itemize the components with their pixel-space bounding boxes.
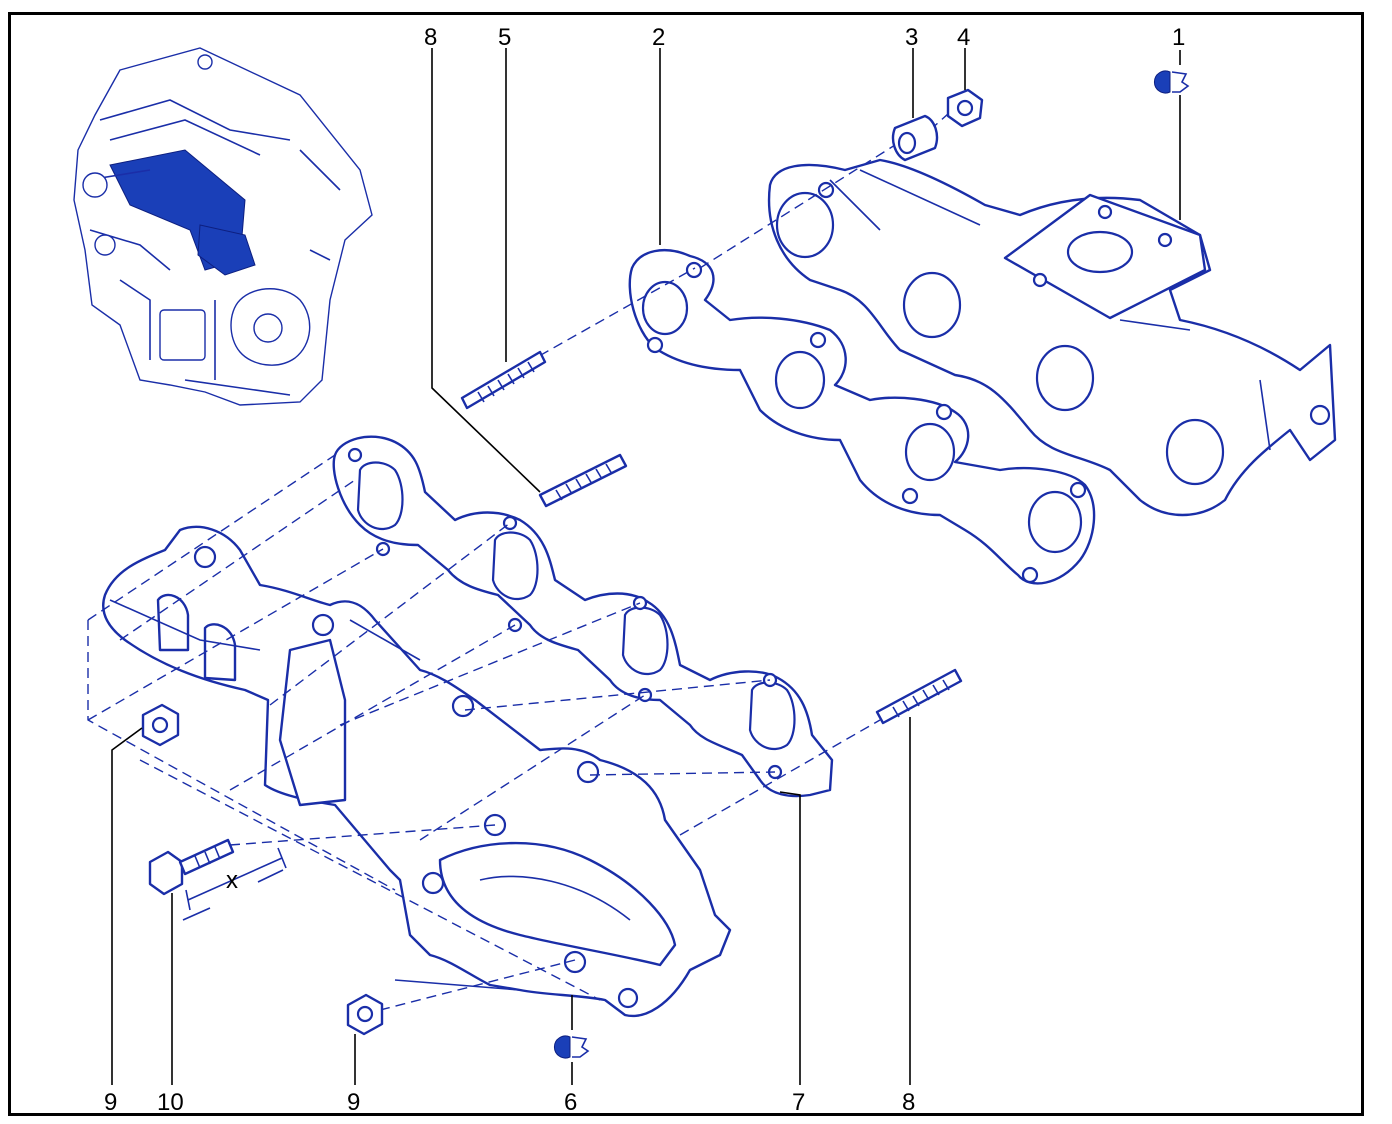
callout-8-bottom: 8 [902,1089,915,1116]
torque-symbol-icon [1153,70,1190,94]
diagram-frame [8,12,1364,1116]
callout-1: 1 [1172,24,1185,51]
spacer-3 [891,114,939,162]
rear-exhaust-gasket [628,249,1096,585]
callout-9-middle: 9 [347,1089,360,1116]
nut-9-middle [346,993,384,1036]
alignment-lines [87,104,959,1011]
nut-9-left [141,703,180,747]
stud-5 [460,350,547,410]
stud-8-upper [538,453,628,508]
callout-9-left: 9 [104,1089,117,1116]
bolt-10 [148,838,235,896]
callout-5: 5 [498,24,511,51]
callout-10: 10 [157,1089,184,1116]
leader-lines [111,48,1181,1085]
engine-thumbnail [73,47,373,406]
torque-symbol-icon [553,1035,590,1059]
callout-2: 2 [652,24,665,51]
callout-4: 4 [957,24,970,51]
callout-3: 3 [905,24,918,51]
dimension-x-label: x [226,867,238,894]
rear-exhaust-manifold [767,158,1337,517]
callout-7: 7 [792,1089,805,1116]
dimension-x: x [182,847,287,921]
callout-6: 6 [564,1089,577,1116]
front-exhaust-manifold [102,525,732,1018]
nut-4 [946,88,984,128]
stud-8-lower [875,668,963,725]
callout-8-top: 8 [424,24,437,51]
